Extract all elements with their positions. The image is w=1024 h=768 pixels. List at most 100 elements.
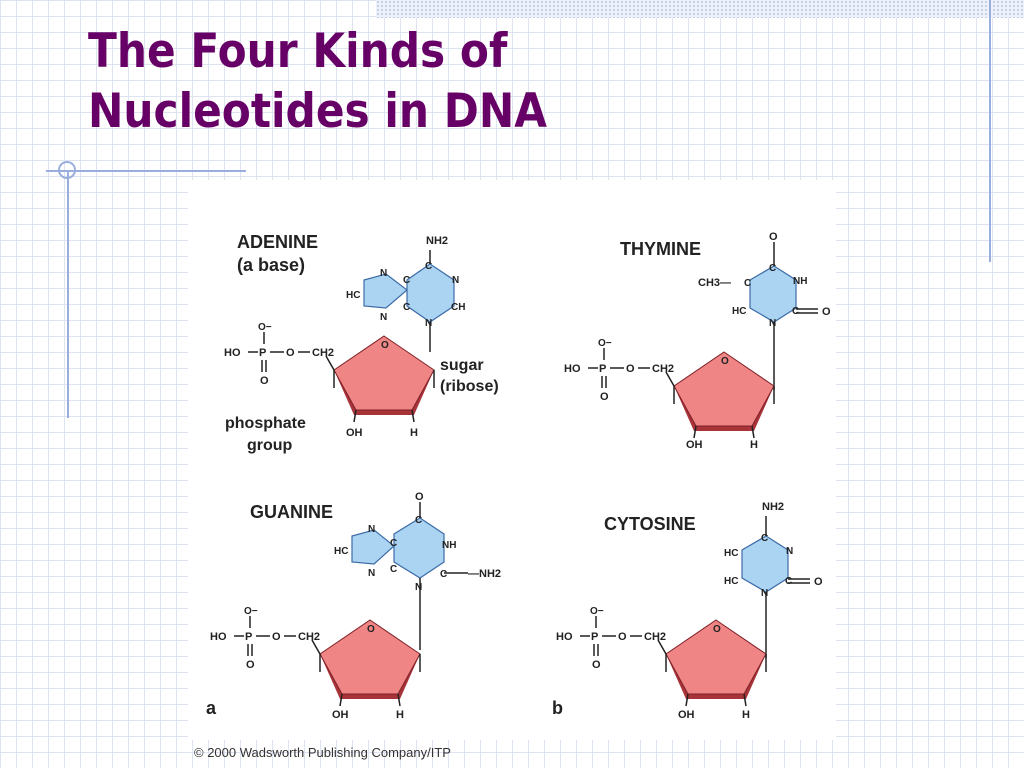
atom-label: C [390,538,397,549]
thymine-label: THYMINE [620,239,701,259]
atom-label: N [415,582,422,593]
atom-label: HO [556,631,573,643]
atom-label: N [769,318,776,329]
atom-label: O [822,306,831,318]
nucleotides-figure: ADENINE (a base) NH2 C N CH N C C N N HC… [188,180,836,740]
atom-label: HO [224,347,241,359]
atom-label: CH [451,302,465,313]
atom-label: O [769,231,778,243]
atom-label: NH [442,540,456,551]
atom-label: N [368,568,375,579]
atom-label: O [367,624,375,635]
decor-vertical-line-left [67,170,69,418]
atom-label: OH [332,709,349,721]
atom-label: O [600,391,609,403]
phosphate-label: phosphate [225,415,306,432]
atom-label: H [396,709,404,721]
atom-label: N [786,546,793,557]
adenine-nucleotide: ADENINE (a base) NH2 C N CH N C C N N HC… [224,232,499,454]
atom-label: O [260,375,269,387]
atom-label: O [592,659,601,671]
atom-label: C [785,576,792,587]
atom-label: N [380,312,387,323]
atom-label: CH2 [644,631,666,643]
panel-label-a: a [206,698,217,718]
ribose-label: (ribose) [440,378,499,395]
atom-label: O [814,576,823,588]
atom-label: O [381,340,389,351]
thymine-methyl: CH3— [698,277,731,289]
decor-circle [58,161,76,179]
atom-label: C [792,306,799,317]
atom-label: H [410,427,418,439]
atom-label: CH2 [652,363,674,375]
atom-label: NH2 [762,501,784,513]
atom-label: —NH2 [468,568,501,580]
guanine-five-ring [351,529,395,565]
cytosine-sugar-phosphate: O O− HO P O CH2 O OH H [556,606,767,721]
atom-label: HC [724,548,738,559]
atom-label: N [425,318,432,329]
nucleotides-diagram: ADENINE (a base) NH2 C N CH N C C N N HC… [206,231,831,721]
cytosine-label: CYTOSINE [604,514,696,534]
atom-label: O [415,491,424,503]
atom-label: C [403,302,410,313]
atom-label: HC [334,546,348,557]
decor-vertical-line-right [989,0,991,262]
cytosine-nucleotide: CYTOSINE NH2 C N C O N HC HC O O− HO P O… [552,501,823,721]
guanine-six-ring [393,517,445,579]
atom-label: H [750,439,758,451]
atom-label: O [618,631,627,643]
panel-label-b: b [552,698,563,718]
atom-label: OH [678,709,695,721]
atom-label: HO [210,631,227,643]
atom-label: C [744,278,751,289]
atom-label: O− [598,338,612,349]
atom-label: P [599,363,606,375]
atom-label: O− [244,606,258,617]
atom-label: N [452,275,459,286]
guanine-label: GUANINE [250,502,333,522]
copyright-notice: © 2000 Wadsworth Publishing Company/ITP [194,745,451,760]
atom-label: O [286,347,295,359]
atom-label: O [713,624,721,635]
atom-label: P [245,631,252,643]
sugar-label: sugar [440,357,484,374]
decor-horizontal-line [46,170,246,172]
atom-label: C [415,515,422,526]
title-line-2: Nucleotides in DNA [88,84,548,139]
phosphate-group-label: group [247,437,293,454]
atom-label: O− [258,322,272,333]
adenine-five-ring [363,273,408,309]
atom-label: HC [732,306,746,317]
atom-label: HC [724,576,738,587]
adenine-six-ring [406,263,455,323]
atom-label: O [246,659,255,671]
atom-label: C [440,569,447,580]
atom-label: C [425,261,432,272]
atom-label: C [403,275,410,286]
adenine-sublabel: (a base) [237,255,305,275]
slide-title: The Four Kinds of Nucleotides in DNA [88,22,547,142]
atom-label: O [626,363,635,375]
adenine-sugar-phosphate: O O− HO P O CH2 O OH H [224,322,435,439]
atom-label: OH [346,427,363,439]
atom-label: C [769,263,776,274]
atom-label: HC [346,290,360,301]
atom-label: O− [590,606,604,617]
atom-label: P [259,347,266,359]
atom-label: N [761,588,768,599]
cytosine-ring [741,535,789,593]
adenine-label: ADENINE [237,232,318,252]
atom-label: O [721,356,729,367]
atom-label: O [272,631,281,643]
atom-label: NH [793,276,807,287]
atom-label: P [591,631,598,643]
atom-label: N [380,268,387,279]
atom-label: HO [564,363,581,375]
guanine-nucleotide: GUANINE O C NH C —NH2 N C C N N HC O O− … [206,491,501,721]
guanine-sugar-phosphate: O O− HO P O CH2 O OH H [210,606,421,721]
atom-label: C [761,533,768,544]
atom-label: OH [686,439,703,451]
atom-label: H [742,709,750,721]
